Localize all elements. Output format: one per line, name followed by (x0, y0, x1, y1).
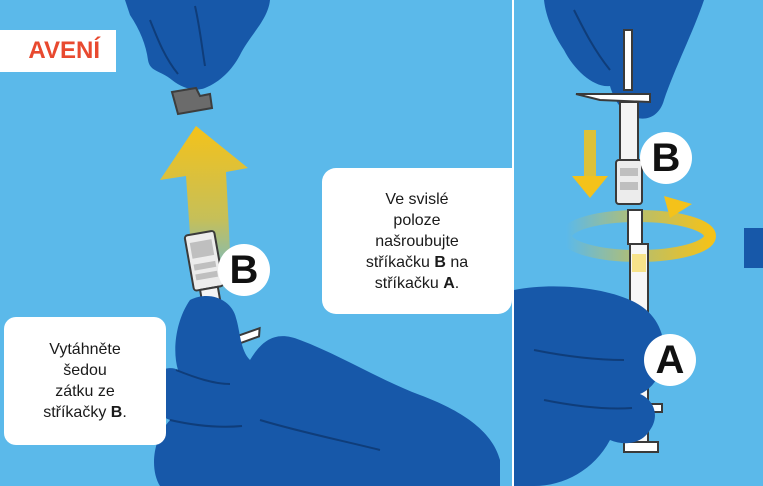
instruction-line: stříkačku A. (322, 273, 512, 294)
next-step-marker (744, 228, 763, 268)
syringe-b-label: B (640, 132, 692, 184)
section-header: AVENÍ (0, 30, 116, 72)
instruction-line: Vytáhněte (49, 341, 121, 358)
down-arrow-icon (572, 130, 608, 198)
instruction-line: stříkačky B. (4, 402, 166, 423)
instruction-line: stříkačku B na (322, 252, 512, 273)
syringe-a-ref: A (443, 274, 455, 292)
instruction-line: našroubujte (375, 232, 459, 250)
instruction-screw-syringes: Ve svislé poloze našroubujte stříkačku B… (322, 168, 512, 314)
instruction-line: poloze (393, 211, 441, 229)
instruction-text: stříkačky (43, 404, 111, 421)
syringe-a-label: A (644, 334, 696, 386)
instruction-text: stříkačku (374, 274, 444, 292)
gray-stopper-icon (170, 86, 214, 116)
instruction-line: Ve svislé (385, 190, 449, 208)
panel2-artwork (514, 0, 763, 486)
syringe-b-label: B (218, 244, 270, 296)
syringe-b-icon (575, 29, 651, 205)
syringe-b-ref: B (110, 404, 123, 421)
instruction-text: stříkačku (365, 253, 435, 271)
instruction-text: na (445, 253, 469, 271)
glove-hand-bottom-icon (146, 296, 500, 486)
glove-hand-top-icon (125, 0, 270, 90)
instruction-text: . (454, 274, 460, 292)
instruction-line: šedou (63, 362, 107, 379)
syringe-b-ref: B (434, 253, 446, 271)
instruction-text: . (122, 404, 127, 421)
instruction-line: zátku ze (55, 383, 115, 400)
instruction-remove-stopper: Vytáhněte šedou zátku ze stříkačky B. (4, 317, 166, 445)
step-panel-screw-syringes: B A (514, 0, 763, 486)
glove-hand-bottom-icon (514, 286, 664, 486)
